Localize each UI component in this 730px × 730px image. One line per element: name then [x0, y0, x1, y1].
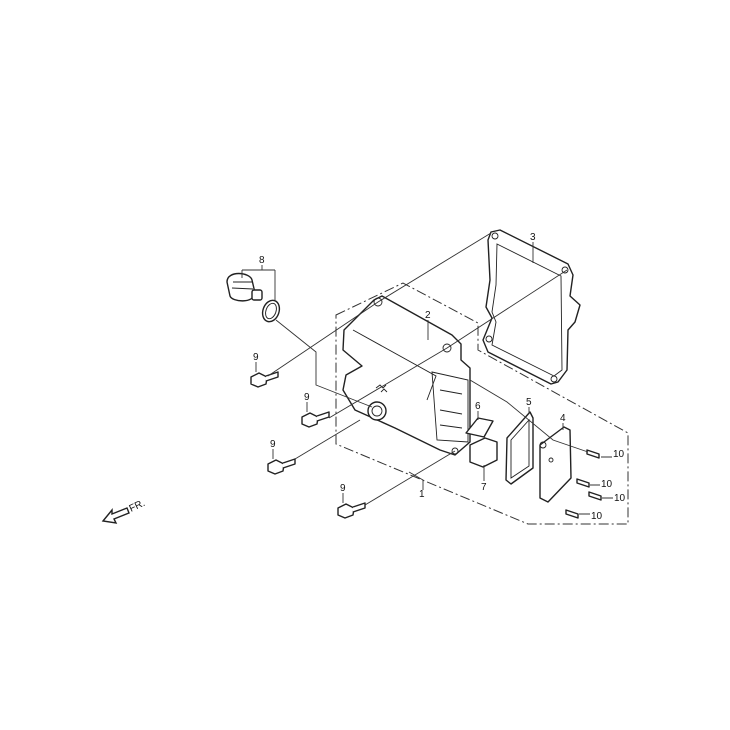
callout-8: 8	[259, 255, 265, 266]
assembly-outline	[335, 282, 629, 525]
callout-9: 9	[270, 439, 276, 450]
leader-lines	[241, 232, 613, 515]
front-label: FR.	[128, 498, 147, 515]
gasket-part	[482, 229, 581, 385]
oil-filler-cap-part	[226, 272, 281, 323]
callout-4: 4	[560, 413, 566, 424]
callout-10: 10	[613, 449, 625, 460]
callout-10: 10	[601, 479, 613, 490]
callout-3: 3	[530, 232, 536, 243]
callout-6: 6	[475, 401, 481, 412]
screws	[565, 449, 602, 519]
callout-9: 9	[253, 352, 259, 363]
callout-9: 9	[304, 392, 310, 403]
filter-part	[469, 437, 498, 468]
callout-10: 10	[614, 493, 626, 504]
cover-plate-part	[539, 426, 572, 503]
plate-gasket-part	[505, 411, 534, 485]
reed-part	[465, 417, 494, 438]
callout-1: 1	[419, 489, 425, 500]
flange-bolts	[250, 371, 366, 519]
callout-10: 10	[591, 511, 603, 522]
callout-5: 5	[526, 397, 532, 408]
callout-9: 9	[340, 483, 346, 494]
callout-2: 2	[425, 310, 431, 321]
callout-7: 7	[481, 482, 487, 493]
front-direction-arrow-icon	[101, 507, 130, 524]
cylinder-head-cover	[342, 295, 471, 456]
